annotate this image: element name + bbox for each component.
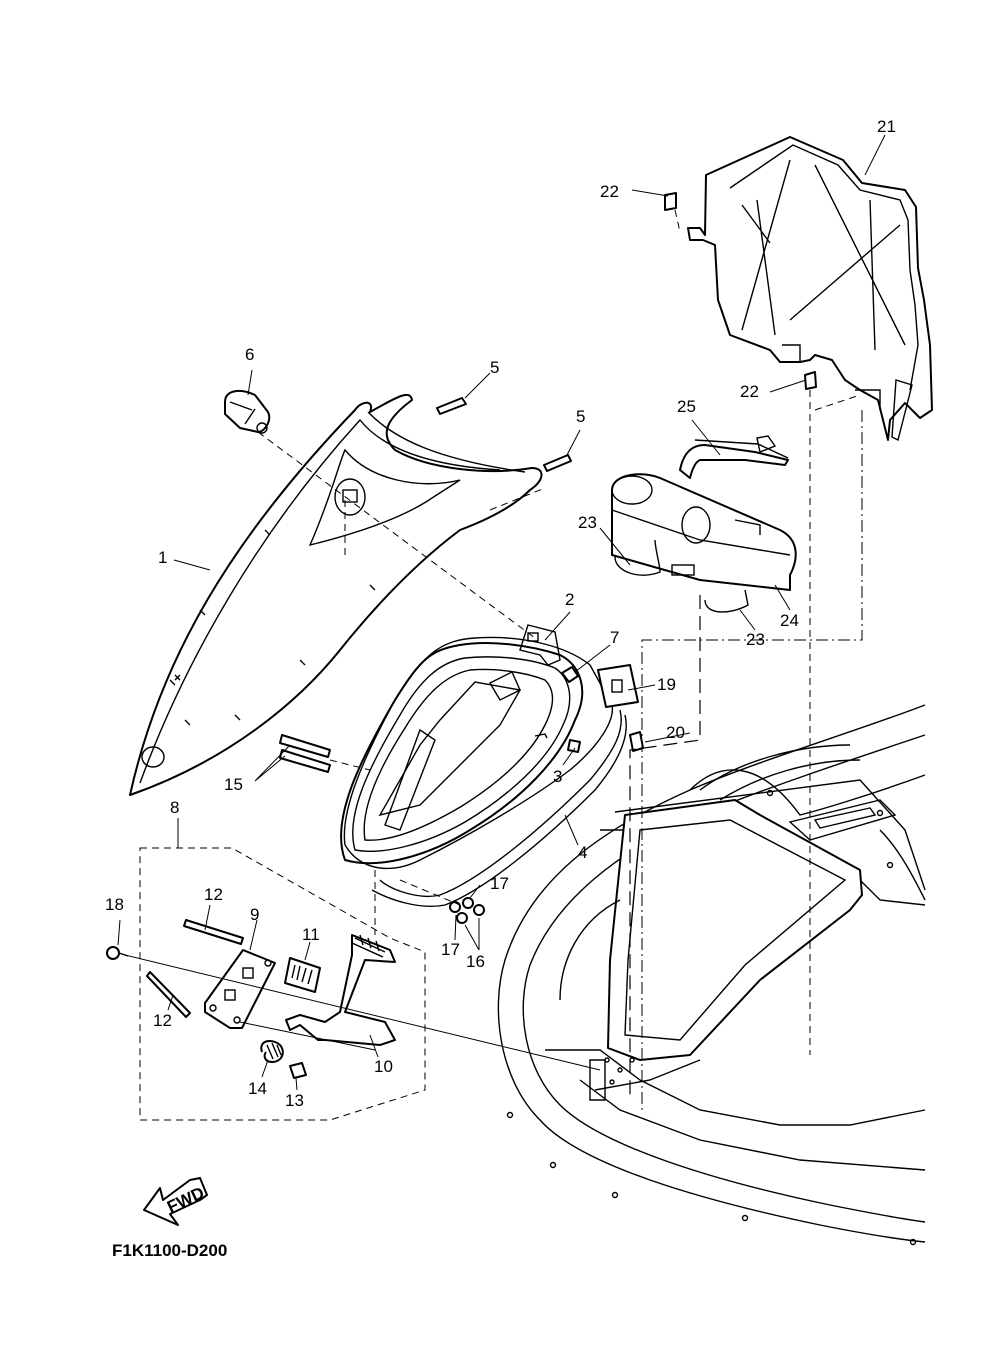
callout-5a: 5 (490, 358, 499, 377)
hull-body (497, 704, 926, 1246)
part-19-plate (597, 664, 639, 708)
fwd-arrow: FWD (143, 1177, 208, 1226)
part-3-screw (567, 739, 581, 753)
callout-3: 3 (553, 767, 562, 786)
callout-7: 7 (610, 628, 619, 647)
callout-15: 15 (224, 775, 243, 794)
part-16-17-nuts (449, 897, 485, 924)
callout-5b: 5 (576, 407, 585, 426)
callout-labels: 1 2 3 4 5 5 6 7 8 9 10 11 12 12 13 14 15… (105, 117, 896, 1110)
part-22-bolts (664, 192, 817, 390)
callout-18: 18 (105, 895, 124, 914)
callout-24: 24 (780, 611, 799, 630)
callout-21: 21 (877, 117, 896, 136)
callout-22b: 22 (740, 382, 759, 401)
diagram-code: F1K1100-D200 (112, 1241, 227, 1260)
part-6-lock (224, 389, 271, 434)
callout-11: 11 (302, 925, 320, 944)
callout-8: 8 (170, 798, 179, 817)
callout-17b: 17 (441, 940, 460, 959)
callout-17a: 17 (490, 874, 509, 893)
part-5-pads (436, 397, 572, 472)
callout-14: 14 (248, 1079, 267, 1098)
callout-1: 1 (158, 548, 167, 567)
leader-lines (117, 134, 886, 1110)
part-20-bolt (629, 731, 644, 752)
part-8-lock-assembly (139, 847, 426, 1121)
callout-4: 4 (578, 843, 587, 862)
part-1-hood (129, 393, 543, 796)
callout-22a: 22 (600, 182, 619, 201)
callout-13: 13 (285, 1091, 304, 1110)
callout-10: 10 (374, 1057, 393, 1076)
callout-23a: 23 (578, 513, 597, 532)
part-15-bolts (279, 734, 331, 773)
callout-2: 2 (565, 590, 574, 609)
part-23-clamp (614, 539, 749, 613)
callout-19: 19 (657, 675, 676, 694)
part-4-seal (343, 636, 627, 907)
callout-20: 20 (666, 723, 685, 742)
part-25-bracket (679, 435, 789, 479)
callout-9: 9 (250, 905, 259, 924)
part-18-bolt (106, 946, 129, 960)
part-2-storage-box (340, 624, 584, 865)
callout-16: 16 (466, 952, 485, 971)
part-24-tube (611, 473, 797, 591)
callout-12a: 12 (204, 885, 223, 904)
part-7-bolt (561, 666, 579, 683)
part-21-cover (687, 136, 933, 442)
callout-25: 25 (677, 397, 696, 416)
callout-12b: 12 (153, 1011, 172, 1030)
callout-23b: 23 (746, 630, 765, 649)
callout-6: 6 (245, 345, 254, 364)
